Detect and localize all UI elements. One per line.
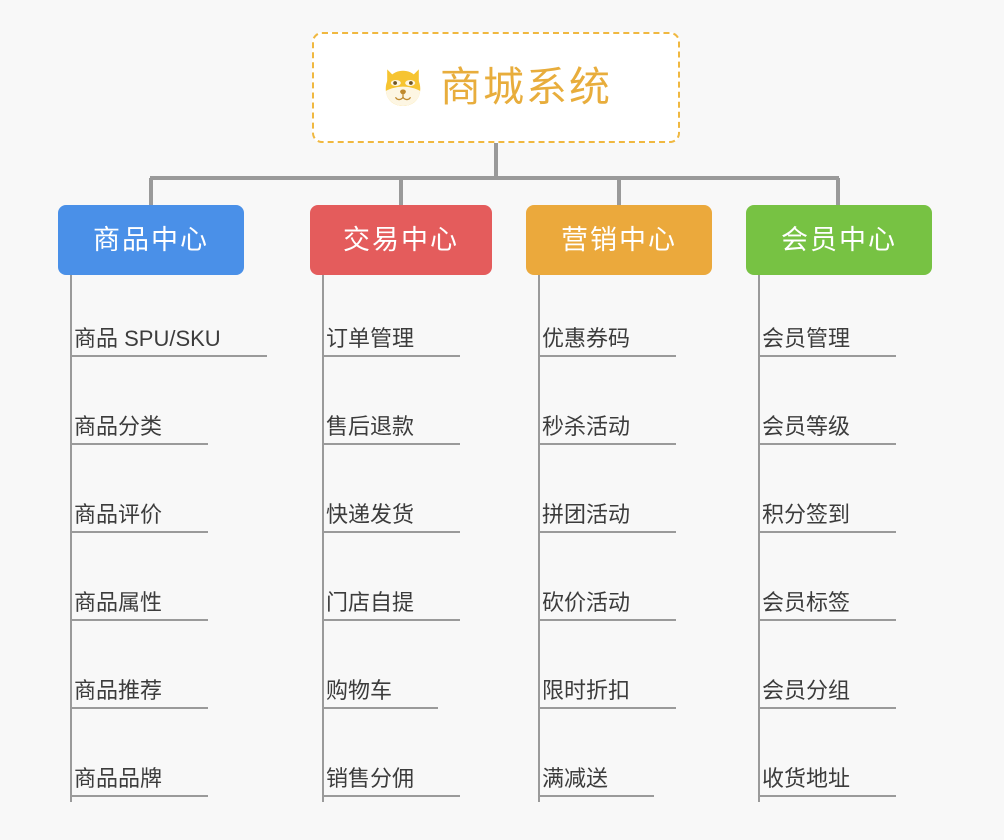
leaf-label: 砍价活动 xyxy=(538,590,677,621)
category-label-3: 会员中心 xyxy=(781,224,897,255)
column-spine-2 xyxy=(538,275,540,802)
leaf-item[interactable]: 会员等级 xyxy=(758,363,968,451)
leaf-column-3: 会员管理 会员等级 积分签到 会员标签 会员分组 收货地址 xyxy=(758,275,968,803)
category-label-1: 交易中心 xyxy=(343,224,459,255)
leaf-label: 商品推荐 xyxy=(70,678,209,709)
leaf-item[interactable]: 订单管理 xyxy=(322,275,532,363)
column-spine-0 xyxy=(70,275,72,802)
leaf-item[interactable]: 快递发货 xyxy=(322,451,532,539)
leaf-label: 商品 SPU/SKU xyxy=(70,326,267,357)
category-box-0[interactable]: 商品中心 xyxy=(58,205,244,275)
leaf-label: 限时折扣 xyxy=(538,678,677,709)
leaf-label: 会员标签 xyxy=(758,590,897,621)
leaf-label: 拼团活动 xyxy=(538,502,677,533)
leaf-label: 门店自提 xyxy=(322,590,461,621)
leaf-label: 优惠券码 xyxy=(538,326,677,357)
leaf-label: 商品分类 xyxy=(70,414,209,445)
leaf-label: 会员分组 xyxy=(758,678,897,709)
column-spine-1 xyxy=(322,275,324,802)
leaf-item[interactable]: 门店自提 xyxy=(322,539,532,627)
category-box-1[interactable]: 交易中心 xyxy=(310,205,492,275)
category-label-0: 商品中心 xyxy=(93,224,209,255)
leaf-item[interactable]: 售后退款 xyxy=(322,363,532,451)
leaf-item[interactable]: 拼团活动 xyxy=(538,451,748,539)
leaf-label: 售后退款 xyxy=(322,414,461,445)
leaf-label: 订单管理 xyxy=(322,326,461,357)
leaf-item[interactable]: 积分签到 xyxy=(758,451,968,539)
leaf-label: 积分签到 xyxy=(758,502,897,533)
category-box-2[interactable]: 营销中心 xyxy=(526,205,712,275)
leaf-item[interactable]: 会员管理 xyxy=(758,275,968,363)
leaf-item[interactable]: 会员分组 xyxy=(758,627,968,715)
root-node[interactable]: 商城系统 xyxy=(312,32,680,143)
leaf-item[interactable]: 商品评价 xyxy=(70,451,300,539)
leaf-item[interactable]: 满减送 xyxy=(538,715,748,803)
root-title: 商城系统 xyxy=(440,64,612,110)
leaf-item[interactable]: 商品属性 xyxy=(70,539,300,627)
leaf-label: 销售分佣 xyxy=(322,766,461,797)
leaf-column-2: 优惠券码 秒杀活动 拼团活动 砍价活动 限时折扣 满减送 xyxy=(538,275,748,803)
leaf-item[interactable]: 收货地址 xyxy=(758,715,968,803)
leaf-label: 收货地址 xyxy=(758,766,897,797)
leaf-item[interactable]: 商品分类 xyxy=(70,363,300,451)
leaf-item[interactable]: 优惠券码 xyxy=(538,275,748,363)
leaf-item[interactable]: 购物车 xyxy=(322,627,532,715)
leaf-column-0: 商品 SPU/SKU 商品分类 商品评价 商品属性 商品推荐 商品品牌 xyxy=(70,275,300,803)
leaf-label: 秒杀活动 xyxy=(538,414,677,445)
leaf-item[interactable]: 商品品牌 xyxy=(70,715,300,803)
leaf-label: 商品评价 xyxy=(70,502,209,533)
leaf-label: 快递发货 xyxy=(322,502,461,533)
column-spine-3 xyxy=(758,275,760,802)
leaf-item[interactable]: 砍价活动 xyxy=(538,539,748,627)
category-label-2: 营销中心 xyxy=(561,224,677,255)
leaf-label: 购物车 xyxy=(322,678,439,709)
leaf-column-1: 订单管理 售后退款 快递发货 门店自提 购物车 销售分佣 xyxy=(322,275,532,803)
leaf-item[interactable]: 商品推荐 xyxy=(70,627,300,715)
leaf-label: 商品品牌 xyxy=(70,766,209,797)
leaf-label: 会员等级 xyxy=(758,414,897,445)
shiba-dog-face-icon xyxy=(385,68,421,106)
leaf-label: 商品属性 xyxy=(70,590,209,621)
leaf-label: 满减送 xyxy=(538,766,655,797)
leaf-label: 会员管理 xyxy=(758,326,897,357)
category-box-3[interactable]: 会员中心 xyxy=(746,205,932,275)
leaf-item[interactable]: 秒杀活动 xyxy=(538,363,748,451)
leaf-item[interactable]: 销售分佣 xyxy=(322,715,532,803)
leaf-item[interactable]: 商品 SPU/SKU xyxy=(70,275,300,363)
leaf-item[interactable]: 会员标签 xyxy=(758,539,968,627)
leaf-item[interactable]: 限时折扣 xyxy=(538,627,748,715)
